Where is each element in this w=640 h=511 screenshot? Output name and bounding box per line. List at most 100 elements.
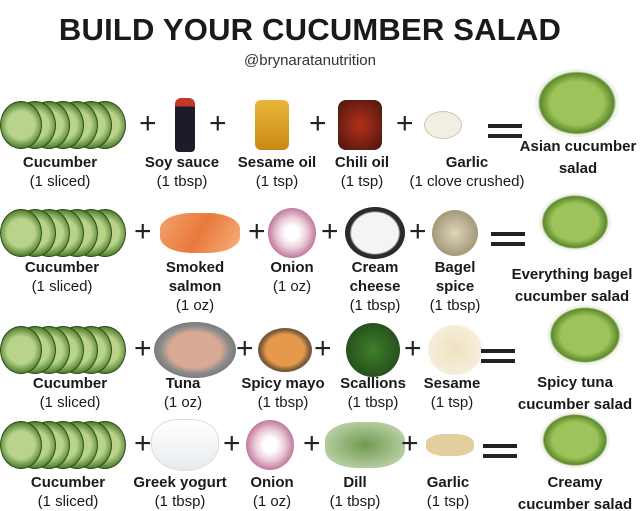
plus-sign: + [134, 332, 152, 365]
sesame-seeds-icon [428, 325, 482, 375]
ingredient-label: Scallions (1 tbsp) [298, 374, 448, 412]
equals-sign [491, 232, 525, 246]
plus-sign: + [314, 332, 332, 365]
minced-garlic-icon [426, 434, 474, 456]
ingredient-amount: (1 sliced) [39, 394, 101, 411]
cucumber-slices-icon [0, 209, 135, 257]
cucumber-slices-icon [0, 101, 135, 149]
ingredient-name: Cream cheese [349, 259, 401, 295]
result-salad-name: Asian cucumber salad [519, 138, 637, 177]
ingredient-label: Soy sauce (1 tbsp) [107, 153, 257, 191]
spicy-mayo-bowl-icon [258, 328, 312, 372]
ingredient-name: Onion [270, 259, 314, 276]
plus-sign: + [223, 427, 241, 460]
ingredient-amount: (1 tsp) [255, 173, 299, 190]
ingredient-label: Cucumber (1 sliced) [0, 258, 137, 296]
ingredient-label: Cucumber (1 sliced) [0, 374, 145, 412]
sesame-oil-jar-icon [255, 100, 289, 150]
ingredient-amount: (1 sliced) [31, 278, 93, 295]
ingredient-name: Scallions [340, 375, 406, 392]
ingredient-amount: (1 tsp) [430, 394, 474, 411]
plus-sign: + [321, 215, 339, 248]
plus-sign: + [236, 332, 254, 365]
cucumber-slice [0, 101, 42, 149]
onion-slice-icon [268, 208, 316, 258]
ingredient-amount: (1 tbsp) [156, 173, 208, 190]
plus-sign: + [303, 427, 321, 460]
equals-sign [481, 349, 515, 363]
tuna-can-icon [154, 322, 236, 378]
ingredient-amount: (1 tbsp) [257, 394, 309, 411]
ingredient-label: Garlic (1 tsp) [373, 473, 523, 511]
salad-bowl-icon [540, 412, 610, 468]
ingredient-label: Onion (1 oz) [217, 258, 367, 296]
equals-sign [488, 124, 522, 138]
ingredient-label: Greek yogurt (1 tbsp) [105, 473, 255, 511]
ingredient-name: Onion [250, 474, 294, 491]
result-salad-name: Creamy cucumber salad [517, 474, 633, 511]
ingredient-amount: (1 tbsp) [154, 493, 206, 510]
ingredient-amount: (1 tbsp) [429, 297, 481, 314]
ingredient-amount: (1 sliced) [37, 493, 99, 510]
ingredient-name: Sesame oil [237, 154, 317, 171]
garlic-clove-icon [424, 111, 462, 139]
ingredient-label: Tuna (1 oz) [108, 374, 258, 412]
ingredient-label: Cream cheese(1 tbsp) [300, 258, 450, 315]
plus-sign: + [396, 107, 414, 140]
ingredient-amount: (1 tbsp) [329, 493, 381, 510]
ingredient-label: Cucumber(1 sliced) [0, 473, 143, 511]
ingredient-label: Garlic(1 clove crushed) [392, 153, 542, 191]
smoked-salmon-icon [160, 213, 240, 253]
result-salad-name: Everything bagel cucumber salad [511, 266, 633, 305]
ingredient-name: Garlic [426, 474, 470, 491]
ingredient-label: Cucumber (1 sliced) [0, 153, 135, 191]
greek-yogurt-bowl-icon [151, 419, 219, 471]
chili-oil-jar-icon [338, 100, 382, 150]
ingredient-amount: (1 sliced) [29, 173, 91, 190]
ingredient-name: Soy sauce [144, 154, 220, 171]
ingredient-label: Smoked salmon(1 oz) [120, 258, 270, 315]
ingredient-name: Cucumber [32, 375, 108, 392]
ingredient-label: Onion (1 oz) [197, 473, 347, 511]
ingredient-label: Spicy mayo(1 tbsp) [208, 374, 358, 412]
salad-bowl-icon [535, 69, 619, 137]
ingredient-name: Bagel spice [434, 259, 476, 295]
dill-sprig-icon [325, 422, 405, 468]
plus-sign: + [401, 427, 419, 460]
plus-sign: + [209, 107, 227, 140]
ingredient-name: Cucumber [22, 154, 98, 171]
ingredient-amount: (1 oz) [252, 493, 292, 510]
ingredient-amount: (1 oz) [272, 278, 312, 295]
ingredient-label: Sesame(1 tsp) [377, 374, 527, 412]
soy-sauce-bottle-icon [175, 98, 195, 152]
ingredient-name: Cucumber [24, 259, 100, 276]
ingredient-amount: (1 tsp) [426, 493, 470, 510]
ingredient-name: Smoked salmon [165, 259, 225, 295]
bagel-spice-icon [432, 210, 478, 256]
ingredient-amount: (1 oz) [163, 394, 203, 411]
plus-sign: + [404, 332, 422, 365]
ingredient-name: Chili oil [334, 154, 390, 171]
ingredient-name: Tuna [165, 375, 201, 392]
ingredient-label: Sesame oil (1 tsp) [202, 153, 352, 191]
ingredient-name: Dill [343, 474, 367, 491]
ingredient-label: Dill (1 tbsp) [280, 473, 430, 511]
author-handle: @brynaratanutrition [244, 52, 376, 69]
cucumber-slices-icon [0, 421, 135, 469]
plus-sign: + [248, 215, 266, 248]
plus-sign: + [309, 107, 327, 140]
plus-sign: + [139, 107, 157, 140]
plus-sign: + [134, 427, 152, 460]
salad-bowl-icon [547, 304, 623, 366]
ingredient-amount: (1 tbsp) [347, 394, 399, 411]
ingredient-name: Greek yogurt [133, 474, 227, 491]
plus-sign: + [409, 215, 427, 248]
cucumber-slice [0, 326, 42, 374]
equals-sign [483, 444, 517, 458]
ingredient-amount: (1 tsp) [340, 173, 384, 190]
ingredient-label: Bagel spice (1 tbsp) [380, 258, 530, 315]
result-salad-name: Spicy tuna cucumber salad [517, 374, 633, 413]
plus-sign: + [134, 215, 152, 248]
onion-slice-icon [246, 420, 294, 470]
